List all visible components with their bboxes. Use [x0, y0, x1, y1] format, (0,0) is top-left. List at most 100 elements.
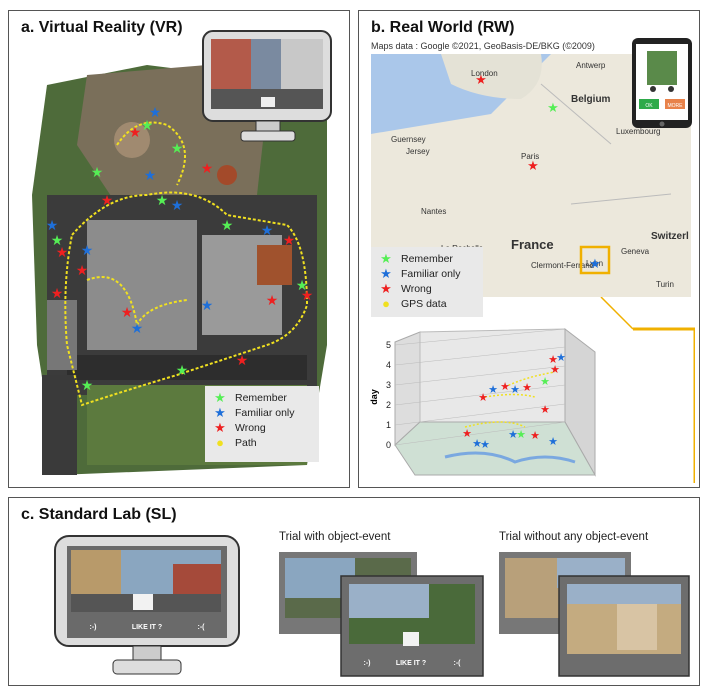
yellow-dot-icon: ● [216, 435, 224, 450]
star-3d: ★ [462, 428, 472, 440]
star-3d: ★ [550, 364, 560, 376]
star-blue: ★ [201, 297, 214, 313]
caption-without-object: Trial without any object-event [499, 531, 649, 543]
star-red: ★ [51, 285, 64, 301]
legend-item-gps: ●GPS data [377, 296, 477, 311]
star-green: ★ [296, 277, 309, 293]
star-3d: ★ [548, 436, 558, 448]
panel-b-title: b. Real World (RW) [371, 19, 515, 36]
legend-item-wrong: ★Wrong [377, 281, 477, 296]
label-london: London [471, 69, 498, 78]
star-blue: ★ [131, 320, 144, 336]
label-paris: Paris [521, 152, 539, 161]
trial-without-object [499, 552, 690, 677]
star-red: ★ [129, 124, 142, 140]
gps-3d-chart: 0 1 2 3 4 5 day ★ ★ ★ ★ ★ ★ ★ ★ ★ ★ ★ ★ … [369, 297, 695, 483]
star-3d: ★ [556, 352, 566, 364]
label-lyon: Lyon [586, 259, 603, 268]
svg-text::-): :-) [90, 624, 97, 631]
star-green: ★ [221, 217, 234, 233]
star-3d: ★ [516, 429, 526, 441]
svg-text::-): :-) [364, 660, 371, 667]
star-green: ★ [171, 140, 184, 156]
red-star-icon: ★ [380, 280, 392, 296]
label-france: France [511, 237, 554, 252]
star-blue: ★ [261, 222, 274, 238]
legend-item-path: ●Path [211, 435, 313, 450]
label-clermont: Clermont-Ferrand [531, 261, 594, 270]
star-red: ★ [201, 160, 214, 176]
star-3d: ★ [500, 381, 510, 393]
green-star-icon: ★ [214, 389, 226, 405]
tick-4: 4 [386, 360, 391, 370]
legend-item-remember: ★Remember [211, 390, 313, 405]
star-red: ★ [101, 192, 114, 208]
panel-real-world: b. Real World (RW) Maps data : Google ©2… [358, 10, 700, 488]
star-3d: ★ [530, 430, 540, 442]
star-3d: ★ [480, 439, 490, 451]
star-blue: ★ [149, 104, 162, 120]
star-3d: ★ [522, 382, 532, 394]
svg-text:MORE: MORE [668, 103, 684, 109]
label-antwerp: Antwerp [576, 61, 606, 70]
star-3d: ★ [472, 438, 482, 450]
caption-with-object: Trial with object-event [279, 531, 391, 543]
blue-star-icon: ★ [380, 265, 392, 281]
star-3d: ★ [508, 429, 518, 441]
star-3d: ★ [488, 384, 498, 396]
panel-virtual-reality: a. Virtual Reality (VR) ★ ★ ★ ★ ★ ★ ★ ★ … [8, 10, 350, 488]
star-green: ★ [141, 117, 154, 133]
star-3d: ★ [540, 404, 550, 416]
label-jersey: Jersey [406, 147, 430, 156]
svg-text::-(: :-( [454, 660, 462, 667]
star-red: ★ [283, 232, 296, 248]
svg-text:OK: OK [645, 103, 653, 109]
phone-icon: OK MORE [632, 38, 692, 128]
lab-monitor: :-) LIKE IT ? :-( [54, 535, 240, 675]
red-star-icon: ★ [214, 419, 226, 435]
label-nantes: Nantes [421, 207, 446, 216]
panel-c-title: c. Standard Lab (SL) [21, 506, 177, 523]
star-red: ★ [236, 352, 249, 368]
star-3d: ★ [478, 392, 488, 404]
star-3d: ★ [540, 376, 550, 388]
blue-star-icon: ★ [214, 404, 226, 420]
svg-text:LIKE IT ?: LIKE IT ? [132, 624, 162, 631]
tick-5: 5 [386, 340, 391, 350]
star-blue: ★ [81, 242, 94, 258]
label-turin: Turin [656, 280, 674, 289]
star-green: ★ [156, 192, 169, 208]
tick-1: 1 [386, 420, 391, 430]
svg-text::-(: :-( [198, 624, 206, 631]
star-london: ★ [475, 72, 487, 87]
star-3d: ★ [548, 354, 558, 366]
trial-with-object: :-) LIKE IT ? :-( [279, 552, 484, 677]
axis-label-day: day [369, 389, 379, 405]
green-star-icon: ★ [380, 250, 392, 266]
label-switzerland: Switzerl [651, 231, 689, 242]
tick-3: 3 [386, 380, 391, 390]
star-3d: ★ [510, 384, 520, 396]
tick-2: 2 [386, 400, 391, 410]
star-green: ★ [176, 362, 189, 378]
star-red: ★ [301, 287, 314, 303]
star-blue: ★ [144, 167, 157, 183]
vr-monitor-icon [202, 30, 332, 142]
tick-0: 0 [386, 440, 391, 450]
map-credit: Maps data : Google ©2021, GeoBasis-DE/BK… [371, 41, 595, 51]
legend-item-familiar: ★Familiar only [377, 266, 477, 281]
label-guernsey: Guernsey [391, 135, 426, 144]
star-blue: ★ [171, 197, 184, 213]
yellow-dot-icon: ● [382, 296, 390, 311]
star-red: ★ [76, 262, 89, 278]
star-blue: ★ [46, 217, 59, 233]
panel-b-legend: ★Remember ★Familiar only ★Wrong ●GPS dat… [371, 247, 483, 317]
star-lyon: ★ [589, 256, 601, 271]
star-red: ★ [266, 292, 279, 308]
star-green: ★ [51, 232, 64, 248]
panel-a-title: a. Virtual Reality (VR) [21, 19, 183, 36]
panel-a-legend: ★Remember ★Familiar only ★Wrong ●Path [205, 386, 319, 462]
label-belgium: Belgium [571, 94, 611, 105]
label-luxembourg: Luxembourg [616, 127, 660, 136]
panel-standard-lab: c. Standard Lab (SL) :-) LIKE IT ? :-( T… [8, 497, 700, 686]
